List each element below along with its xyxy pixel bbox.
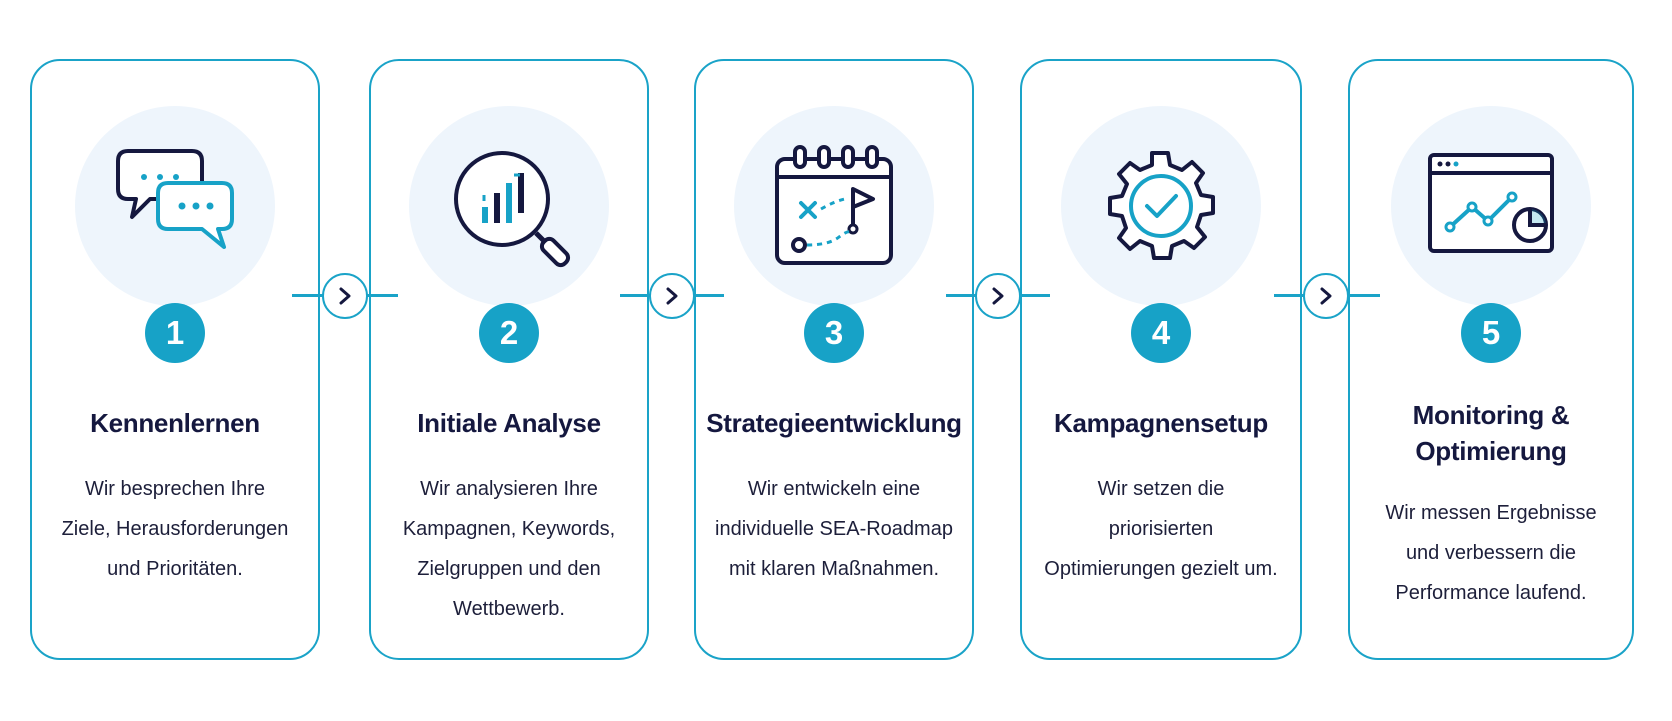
step-1-icon-background [75,106,275,306]
step-description: Wir messen Ergebnisse und verbessern die… [1360,493,1622,613]
step-title: Kennenlernen [90,408,260,438]
step-4-icon-background [1061,106,1261,306]
step-card-5: 5 Monitoring & Optimierung Wir messen Er… [1348,59,1634,660]
chevron-right-icon [339,287,351,305]
step-2-icon-background [409,106,609,306]
title-line: Monitoring & [1412,400,1570,430]
chat-bubbles-icon [116,149,234,249]
description-line: Wir besprechen Ihre [84,478,266,500]
step-title: Initiale Analyse [417,408,601,438]
description-line: Kampagnen, Keywords, [402,518,616,540]
step-title: Kampagnensetup [1054,408,1268,438]
step-card-1: 1 Kennenlernen Wir besprechen Ihre Ziele… [30,59,320,660]
step-5-icon-background [1391,106,1591,306]
chevron-right-icon [1320,287,1332,305]
connector-arrow-1 [322,273,368,319]
step-number-badge: 1 [145,303,205,363]
description-line: individuelle SEA-Roadmap [715,518,953,540]
description-line: Optimierungen gezielt um. [1044,558,1278,580]
connector-arrow-2 [649,273,695,319]
step-card-2: 2 Initiale Analyse Wir analysieren Ihre … [369,59,649,660]
title-line: Optimierung [1415,436,1567,466]
chevron-right-icon [666,287,678,305]
description-line: Wir entwickeln eine [747,478,921,500]
step-number-badge: 3 [804,303,864,363]
description-line: und Prioritäten. [107,558,243,580]
description-line: Wettbewerb. [453,598,565,620]
description-line: mit klaren Maßnahmen. [728,558,940,580]
magnifier-chart-icon [454,151,571,268]
step-card-4: 4 Kampagnensetup Wir setzen die priorisi… [1020,59,1302,660]
step-description: Wir setzen die priorisierten Optimierung… [1032,469,1290,589]
description-line: und verbessern die [1405,542,1577,564]
step-number-badge: 5 [1461,303,1521,363]
gear-check-icon [1108,151,1215,260]
description-line: Wir setzen die [1097,478,1225,500]
description-line: priorisierten [1108,518,1214,540]
step-description: Wir entwickeln eine individuelle SEA-Roa… [706,469,962,589]
description-line: Zielgruppen und den [417,558,601,580]
description-line: Wir messen Ergebnisse [1385,502,1597,524]
calendar-roadmap-icon [775,145,893,265]
step-number-badge: 2 [479,303,539,363]
description-line: Performance laufend. [1395,582,1587,604]
step-number-badge: 4 [1131,303,1191,363]
connector-arrow-4 [1303,273,1349,319]
description-line: Wir analysieren Ihre [420,478,598,500]
connector-arrow-3 [975,273,1021,319]
description-line: Ziele, Herausforderungen [61,518,289,540]
step-title: Monitoring & Optimierung [1358,397,1624,469]
browser-analytics-icon [1428,153,1554,253]
chevron-right-icon [992,287,1004,305]
step-title: Strategieentwicklung [706,408,962,438]
step-card-3: 3 Strategieentwicklung Wir entwickeln ei… [694,59,974,660]
step-description: Wir besprechen Ihre Ziele, Herausforderu… [42,469,308,589]
step-description: Wir analysieren Ihre Kampagnen, Keywords… [381,469,637,629]
step-3-icon-background [734,106,934,306]
